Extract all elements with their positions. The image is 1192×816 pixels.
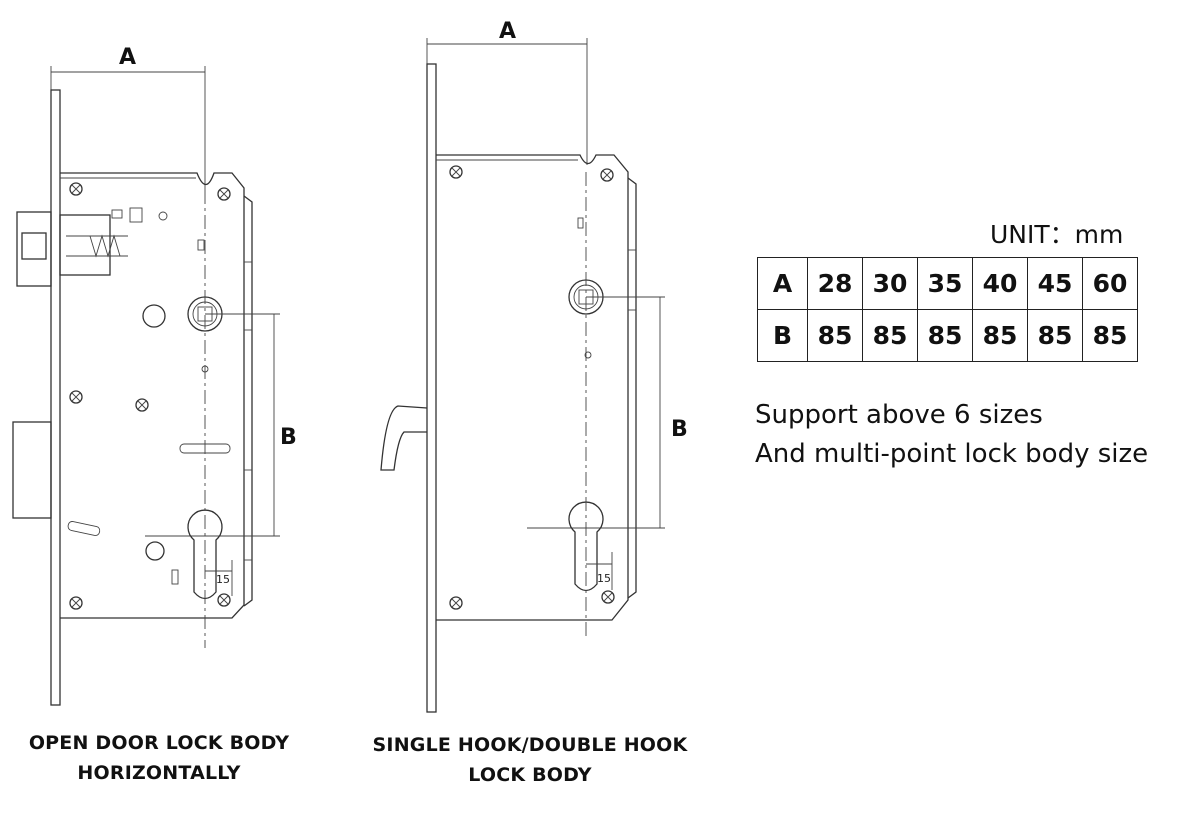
screw-icon — [135, 398, 149, 412]
screw-icon — [69, 390, 83, 404]
table-cell: 35 — [917, 257, 973, 310]
table-row: B 85 85 85 85 85 85 — [757, 309, 1138, 362]
screw-icon — [217, 187, 231, 201]
row-head: A — [757, 257, 808, 310]
cylinder-hole — [568, 501, 604, 592]
table-cell: 85 — [807, 309, 863, 362]
open-door-lock-body-drawing: A — [12, 45, 297, 706]
dimension-a-label: A — [119, 45, 136, 70]
table-cell: 85 — [1082, 309, 1138, 362]
screw-icon — [69, 596, 83, 610]
note-line: And multi-point lock body size — [755, 439, 1149, 469]
table-cell: 28 — [807, 257, 863, 310]
lock-case — [436, 154, 629, 621]
lock-case — [60, 172, 245, 619]
dimension-15-right: 15 — [586, 552, 613, 590]
caption-line: LOCK BODY — [468, 764, 592, 786]
row-head: B — [757, 309, 808, 362]
table-cell: 85 — [972, 309, 1028, 362]
table-cell: 30 — [862, 257, 918, 310]
hole — [142, 304, 166, 328]
unit-label: UNIT：mm — [990, 220, 1124, 249]
caption-line: SINGLE HOOK/DOUBLE HOOK — [372, 734, 688, 756]
hook — [380, 405, 428, 471]
dimension-15-label: 15 — [597, 572, 611, 585]
screw-icon — [601, 590, 615, 604]
table-cell: 45 — [1027, 257, 1083, 310]
cylinder-hole — [187, 509, 223, 600]
side-plate — [243, 195, 253, 607]
dimension-b-right: B — [527, 296, 688, 529]
caption-line: OPEN DOOR LOCK BODY — [28, 732, 290, 754]
table-cell: 85 — [917, 309, 973, 362]
dimension-15-label: 15 — [216, 573, 230, 586]
faceplate — [50, 89, 61, 706]
caption-open-door-lock-body: OPEN DOOR LOCK BODY HORIZONTALLY — [14, 728, 304, 788]
screw-icon — [217, 593, 231, 607]
dimension-b-left: B — [145, 313, 297, 537]
caption-line: HORIZONTALLY — [77, 762, 241, 784]
dimension-b-label: B — [671, 417, 688, 442]
dimension-a-label: A — [499, 19, 516, 44]
table-cell: 60 — [1082, 257, 1138, 310]
hole — [145, 541, 165, 561]
table-cell: 40 — [972, 257, 1028, 310]
table-cell: 85 — [1027, 309, 1083, 362]
faceplate — [426, 63, 437, 713]
screw-icon — [449, 596, 463, 610]
note-line: Support above 6 sizes — [755, 400, 1043, 430]
size-note: Support above 6 sizes And multi-point lo… — [755, 396, 1148, 474]
screw-icon — [600, 168, 614, 182]
dimension-a-right: A — [426, 19, 588, 165]
dimension-a-left: A — [50, 45, 206, 190]
caption-hook-lock-body: SINGLE HOOK/DOUBLE HOOK LOCK BODY — [350, 730, 710, 790]
dimension-15-left: 15 — [205, 560, 233, 596]
dimension-b-label: B — [280, 425, 297, 450]
dead-bolt — [12, 421, 52, 519]
table-row: A 28 30 35 40 45 60 — [757, 257, 1138, 310]
screw-icon — [449, 165, 463, 179]
screw-icon — [69, 182, 83, 196]
latch-bolt — [16, 207, 168, 287]
hook-lock-body-drawing: A B 15 — [380, 19, 688, 713]
table-cell: 85 — [862, 309, 918, 362]
side-plate — [627, 177, 637, 599]
size-table: A 28 30 35 40 45 60 B 85 85 85 85 85 85 — [757, 257, 1138, 362]
